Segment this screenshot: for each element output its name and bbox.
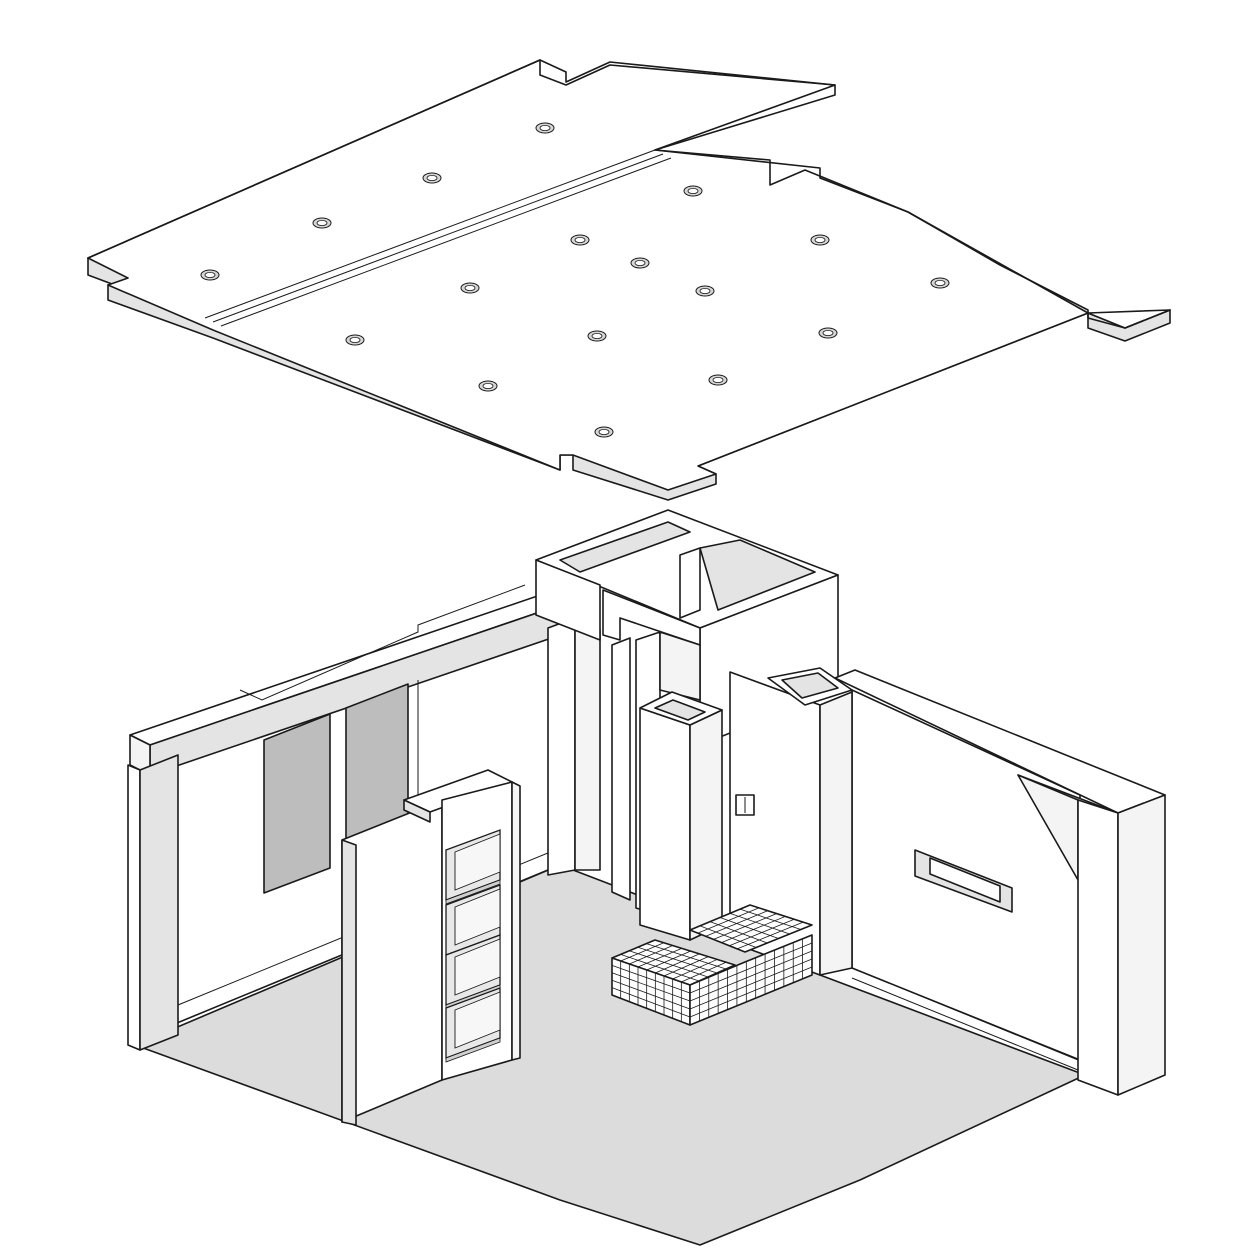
left-wall-assembly	[127, 584, 601, 1051]
shaft-divider-wall	[602, 589, 701, 646]
tile-joint	[721, 916, 786, 943]
recessed-downlights	[200, 122, 950, 438]
duct-column	[639, 691, 723, 941]
ceiling-joint-line-1	[204, 149, 656, 319]
downlight-icon	[200, 269, 220, 281]
tile-joint	[689, 958, 813, 1010]
tile-joint	[697, 907, 760, 934]
shaft-opening-2	[699, 539, 816, 611]
shelving-partition	[341, 769, 521, 1126]
partition-edge	[341, 839, 357, 1126]
tile-joint	[611, 972, 691, 1002]
ceiling-joint-line-2	[212, 153, 664, 323]
bench-front-right	[689, 934, 813, 1026]
shaft-inner-wall	[679, 547, 701, 619]
tile-joint	[620, 954, 700, 982]
tile-joint	[620, 942, 665, 962]
ceiling-joint-line-3	[220, 157, 672, 327]
window-panel-left	[263, 713, 331, 894]
back-pier-side	[574, 617, 601, 871]
shelving-unit-side	[511, 781, 521, 1061]
duct-column-right-side	[819, 691, 853, 976]
left-end-column	[127, 764, 141, 1051]
shelf-openings	[445, 829, 501, 1063]
downlight-icon	[930, 277, 950, 289]
tile-joint	[637, 947, 682, 968]
downlight-icon	[818, 327, 838, 339]
shelf-opening	[445, 987, 501, 1063]
tile-joint	[629, 950, 709, 978]
tile-joint	[736, 921, 804, 950]
corridor-wall-right-face	[659, 631, 701, 701]
tile-joint	[729, 918, 795, 947]
tile-joint	[646, 943, 727, 970]
downlight-icon	[422, 172, 442, 184]
tile-joint	[611, 987, 691, 1018]
tile-joint	[637, 946, 718, 974]
ceiling-slab-top	[87, 59, 1171, 491]
tile-joint	[709, 921, 768, 944]
tile-joint	[655, 953, 700, 974]
downlight-icon	[810, 234, 830, 246]
downlight-icon	[345, 334, 365, 346]
downlight-icon	[708, 374, 728, 386]
tile-joint	[699, 925, 757, 948]
duct-column-hole	[654, 699, 706, 721]
right-end-column-front	[1077, 799, 1119, 1096]
downlight-icon	[587, 330, 607, 342]
downlight-icon	[683, 185, 703, 197]
tile-joint	[672, 959, 718, 980]
downlight-icon	[695, 285, 715, 297]
ceiling-slab-outline	[87, 59, 1171, 329]
tile-joint	[629, 945, 673, 965]
tile-joint	[739, 908, 801, 930]
downlight-icon	[535, 122, 555, 134]
shaft-left-face	[535, 559, 601, 641]
shelf-opening	[445, 829, 501, 905]
beam-step	[239, 584, 526, 701]
tile-joint	[729, 912, 790, 935]
tile-joint	[719, 917, 779, 939]
tile-joint	[689, 966, 813, 1018]
right-wall-baseboard	[851, 967, 1079, 1061]
tile-joint	[689, 942, 813, 994]
shaft-opening-1	[559, 521, 691, 573]
downlight-icon	[460, 282, 480, 294]
tiled-bench	[611, 904, 813, 1026]
downlight-icon	[630, 257, 650, 269]
back-pier-front	[547, 617, 576, 876]
tile-joint	[663, 956, 709, 977]
bench-tile-grid	[611, 907, 813, 1022]
tile-joint	[713, 913, 777, 940]
duct-column-right-hole	[781, 672, 839, 699]
tile-joint	[646, 950, 691, 971]
downlight-icon	[570, 234, 590, 246]
right-wall-assembly	[729, 667, 1166, 1096]
tile-joint	[689, 950, 813, 1002]
downlight-icon	[594, 426, 614, 438]
corridor-wall-left	[611, 637, 631, 901]
downlight-icon	[478, 380, 498, 392]
partition-front-panel	[341, 799, 443, 1123]
partition-cap-front	[403, 799, 431, 823]
tile-joint	[611, 965, 691, 994]
right-wall-baseboard-2	[851, 977, 1079, 1071]
duct-column-side	[689, 709, 723, 941]
duct-column-front	[639, 707, 691, 941]
left-end-column-side	[139, 754, 179, 1051]
wall-niche-inner	[929, 857, 1001, 903]
tile-joint	[681, 961, 727, 983]
downlight-icon	[312, 217, 332, 229]
tile-joint	[705, 910, 768, 937]
right-end-column-side	[1117, 794, 1166, 1096]
ceiling-slab	[87, 59, 1171, 501]
tile-joint	[611, 979, 691, 1010]
